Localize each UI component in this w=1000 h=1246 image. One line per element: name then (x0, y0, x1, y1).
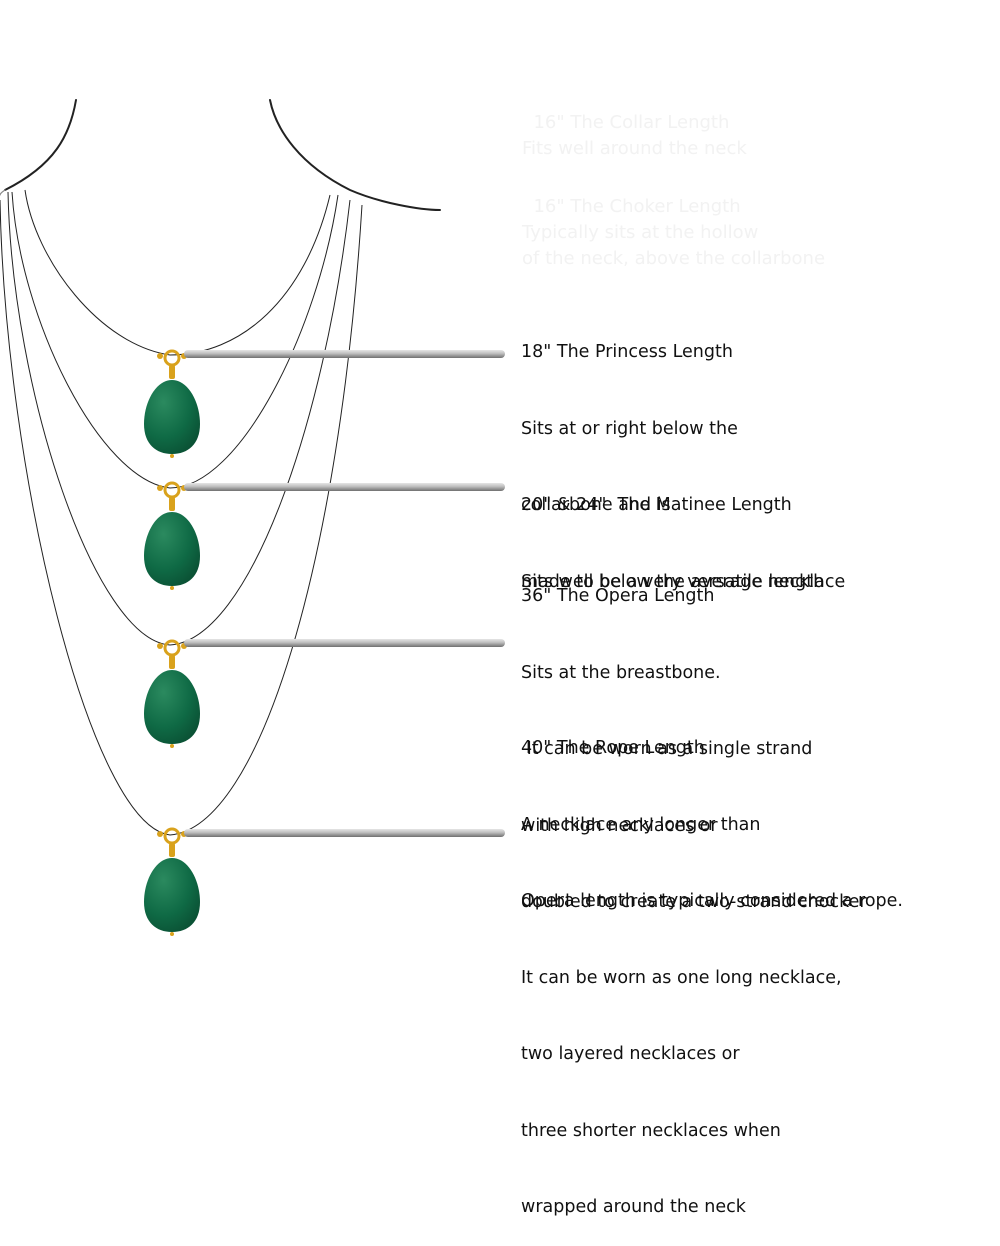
bust-right-neck (269, 99, 441, 211)
faded-label-collar: 16" The Collar Length Fits well around t… (522, 84, 747, 162)
pendant-bail (169, 365, 175, 379)
pendants (144, 349, 200, 936)
clasp-bead (157, 485, 163, 491)
label-title: 36" The Opera Length (521, 586, 715, 606)
faded-label-choker: 16" The Choker Length Typically sits at … (522, 168, 825, 272)
clasp-ring (163, 481, 181, 499)
label-princess: 18" The Princess Length Sits at or right… (521, 289, 824, 621)
pendant-princess (144, 349, 200, 458)
label-line: A necklace any longer than (521, 814, 761, 835)
pointer-bar-rope (184, 829, 505, 837)
necklace-length-diagram (0, 99, 505, 936)
pointer-bar-princess (184, 350, 505, 358)
clasp-bead (157, 353, 163, 359)
pendant-matinee (144, 481, 200, 590)
pointer-bar-opera (184, 639, 505, 647)
faded-label-line: of the neck, above the collarbone (522, 248, 826, 269)
pointer-bar-matinee (184, 483, 505, 491)
clasp-ring (163, 827, 181, 845)
stone-tip (170, 744, 174, 748)
bust-left-neck (4, 99, 77, 191)
stone-tip (170, 454, 174, 458)
clasp-bead (157, 643, 163, 649)
pendant-bail (169, 843, 175, 857)
label-line: collarbone and is (521, 495, 671, 515)
label-title: 40" The Rope Length (521, 738, 705, 758)
pendant-bail (169, 655, 175, 669)
label-line: It can be worn as a single strand (521, 739, 813, 759)
chain-princess (24, 189, 331, 356)
green-stone (144, 858, 200, 932)
chain-rope (0, 199, 363, 836)
label-line: Sits well below the average necklace (521, 571, 846, 592)
label-line: with high necklaces or (521, 815, 718, 836)
bust-outline (0, 99, 441, 211)
label-line: two layered necklaces or (521, 1044, 740, 1064)
label-rope: 40" The Rope Length A necklace any longe… (521, 685, 903, 1246)
label-line: wrapped around the neck (521, 1197, 746, 1217)
bust-left-shoulder (0, 189, 6, 196)
label-title: 20" & 24" The Matinee Length (521, 495, 792, 515)
label-line: It can be worn as one long necklace, (521, 967, 842, 988)
pointer-bars (184, 350, 505, 837)
clasp-ring (163, 349, 181, 367)
green-stone (144, 512, 200, 586)
stone-tip (170, 932, 174, 936)
label-line: Opera length is typically considered a r… (521, 891, 903, 911)
label-line: Sits at the breastbone. (521, 662, 721, 683)
green-stone (144, 380, 200, 454)
chain-matinee (11, 191, 339, 489)
pendant-bail (169, 497, 175, 511)
label-line: three shorter necklaces when (521, 1120, 781, 1141)
chains (0, 189, 363, 836)
clasp-ring (163, 639, 181, 657)
faded-label-line: Fits well around the neck (522, 138, 747, 159)
stone-tip (170, 586, 174, 590)
label-line: Sits at or right below the (521, 418, 738, 439)
label-line: doubled to create a two-strand chocker (521, 892, 867, 912)
faded-label-line: 16" The Collar Length (533, 112, 730, 133)
label-title: 18" The Princess Length (521, 342, 733, 362)
label-opera: 36" The Opera Length Sits at the breastb… (521, 533, 867, 941)
green-stone (144, 670, 200, 744)
pendant-rope (144, 827, 200, 936)
faded-label-line: Typically sits at the hollow (522, 222, 759, 243)
clasp-bead (157, 831, 163, 837)
label-matinee: 20" & 24" The Matinee Length Sits well b… (521, 442, 845, 621)
faded-label-line: 16" The Choker Length (533, 196, 741, 217)
label-line: made to be a very versatile length (521, 571, 825, 592)
pendant-opera (144, 639, 200, 748)
chain-opera (7, 191, 351, 646)
